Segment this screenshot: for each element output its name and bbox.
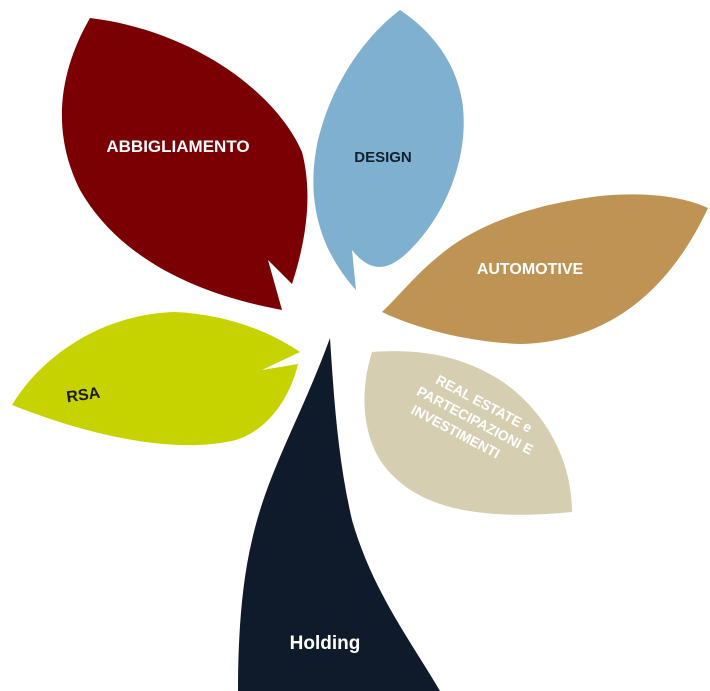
automotive-label: AUTOMOTIVE — [477, 261, 584, 278]
rsa-petal — [12, 312, 300, 446]
design-petal — [313, 10, 464, 290]
abbigliamento-petal — [61, 18, 308, 310]
automotive-petal — [382, 194, 708, 344]
real-estate-petal — [364, 351, 572, 515]
design-label: DESIGN — [354, 149, 412, 166]
abbigliamento-label: ABBIGLIAMENTO — [106, 137, 249, 156]
rsa-label: RSA — [65, 385, 101, 407]
holding-label: Holding — [290, 633, 361, 654]
holding-petal — [238, 338, 440, 691]
